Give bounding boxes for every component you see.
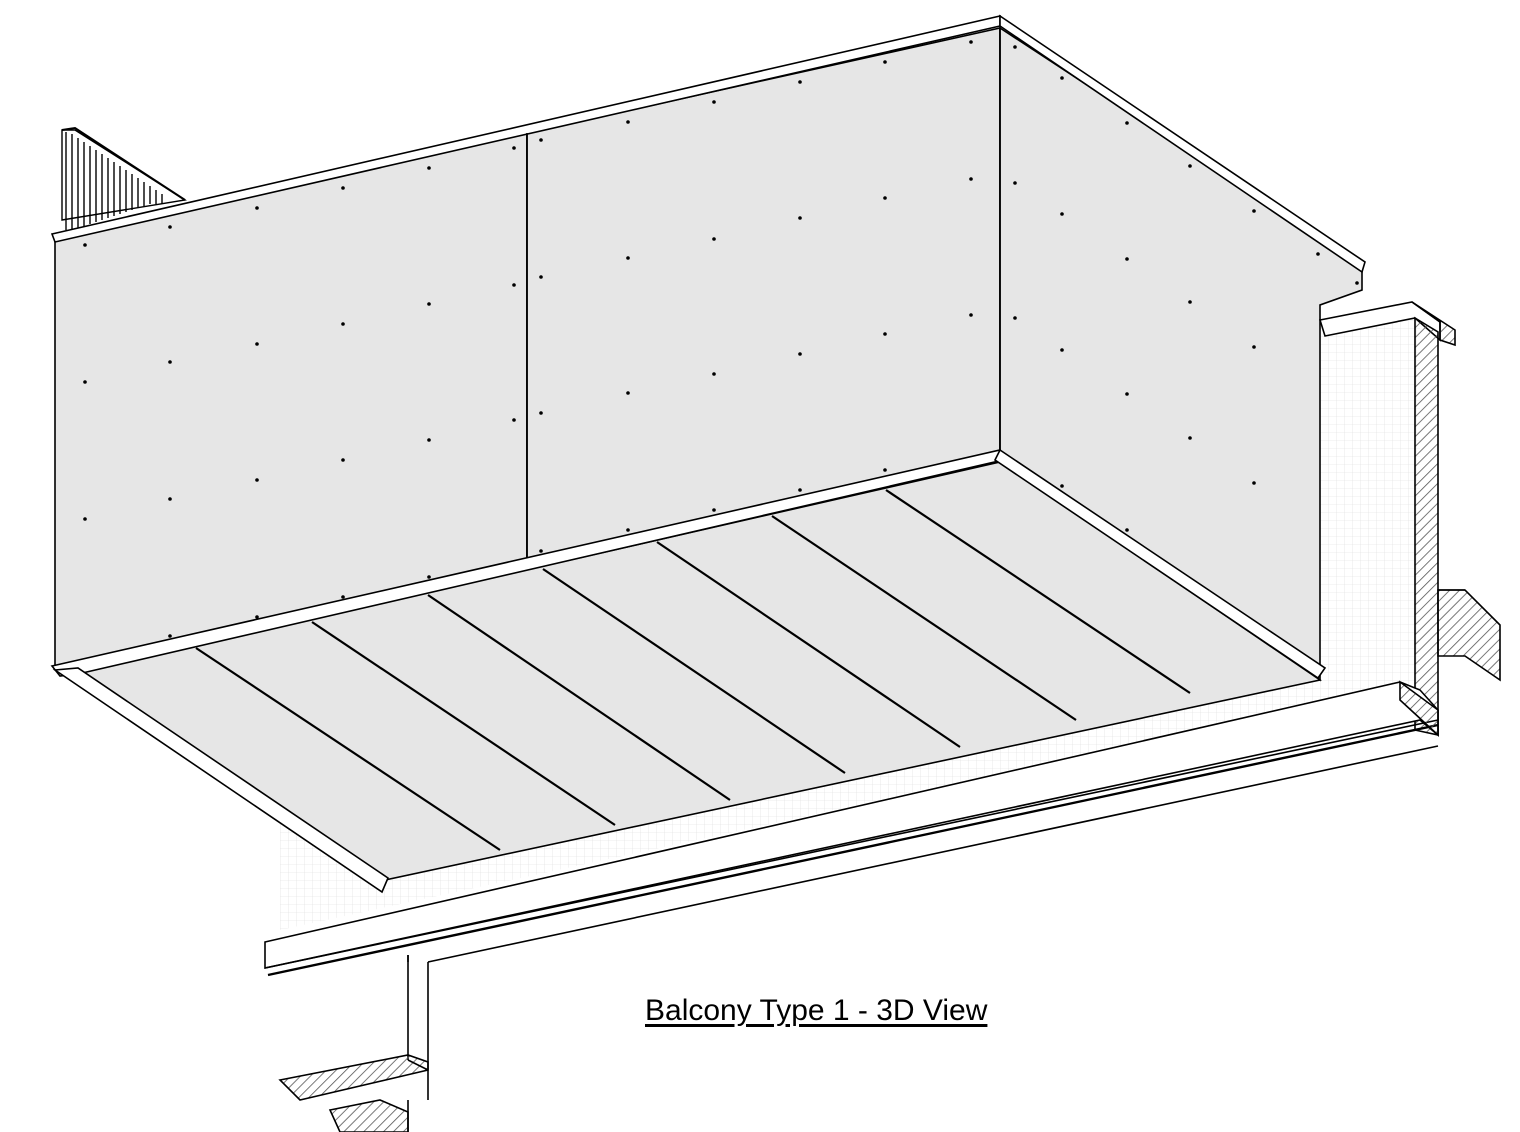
top-trim (50, 14, 1366, 274)
lower-wall-section (278, 745, 1439, 1132)
railing-balusters (61, 126, 187, 230)
drawing-caption: Balcony Type 1 - 3D View (645, 994, 988, 1027)
bottom-trims (50, 448, 1327, 894)
soffit-board-lines (195, 489, 1191, 851)
slab-edge-ledge (264, 680, 1439, 977)
panel-fixing-dots (83, 40, 1359, 638)
